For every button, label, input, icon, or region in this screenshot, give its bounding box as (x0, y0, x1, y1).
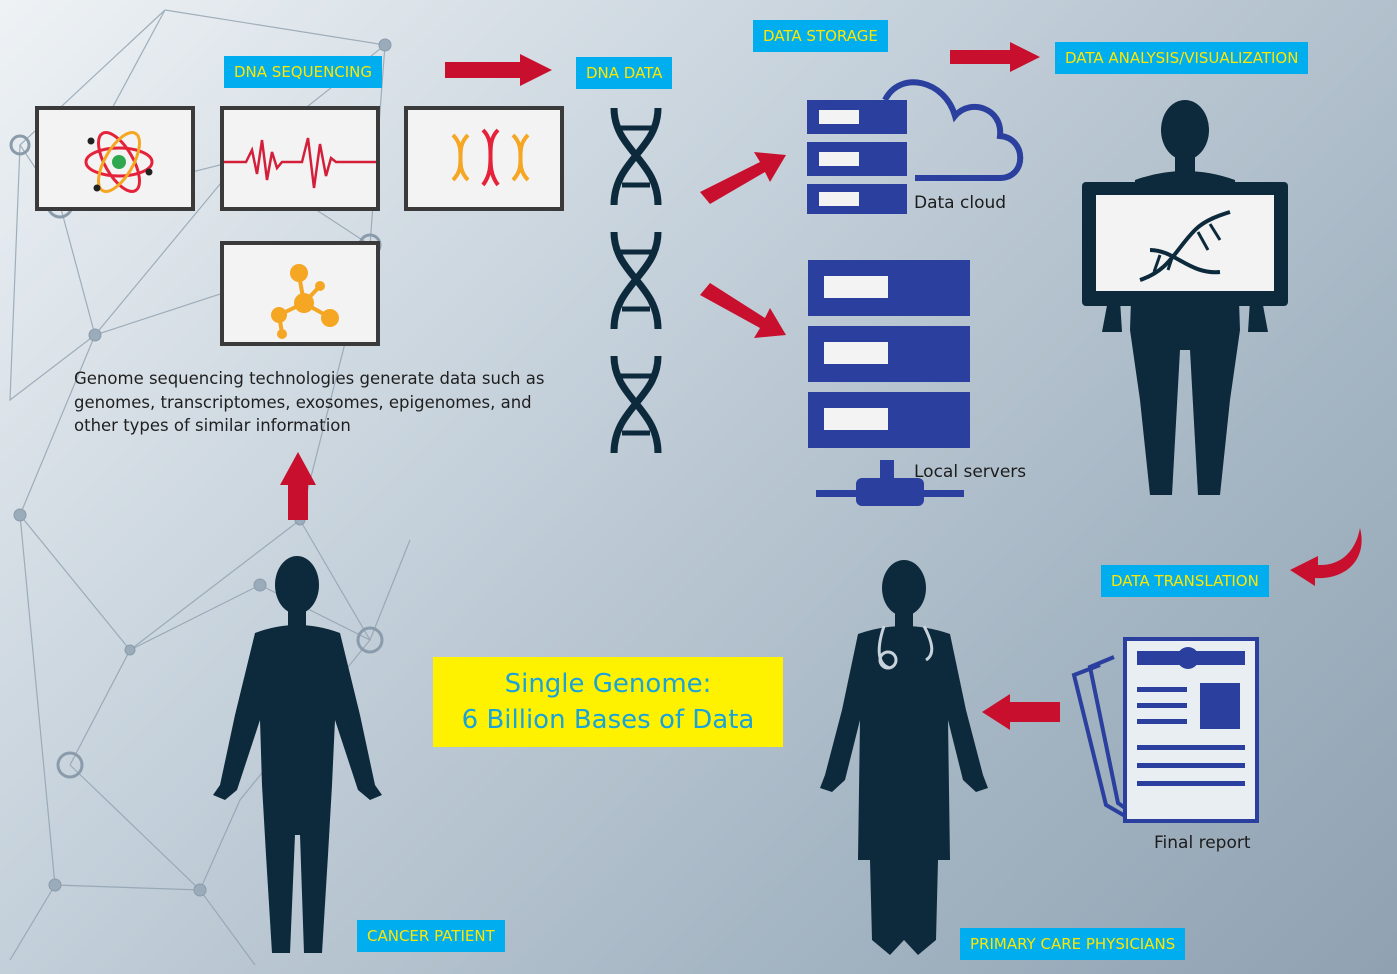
analyst-with-screen-icon (1082, 100, 1288, 495)
signal-waveform-icon (224, 137, 376, 189)
label-data-storage: DATA STORAGE (753, 20, 888, 52)
label-data-analysis: DATA ANALYSIS/VISUALIZATION (1055, 42, 1309, 74)
local-servers-icon (808, 260, 970, 506)
molecule-panel (220, 241, 380, 346)
label-cancer-patient: CANCER PATIENT (357, 920, 505, 952)
arrow-diagonal-down-icon (700, 283, 786, 338)
stethoscope-icon (877, 625, 934, 670)
data-cloud-caption: Data cloud (914, 193, 1007, 213)
data-cloud-icon (807, 79, 1024, 214)
atom-panel (35, 106, 195, 211)
final-report-caption: Final report (1154, 833, 1251, 853)
signal-panel (220, 106, 380, 211)
sequencing-description: Genome sequencing technologies generate … (74, 369, 545, 435)
local-servers-caption: Local servers (914, 462, 1027, 482)
arrow-up-icon (280, 452, 316, 520)
dna-helix-icon (610, 107, 662, 454)
arrow-right-icon (445, 54, 552, 86)
molecule-icon (271, 264, 339, 339)
arrow-left-icon (982, 694, 1060, 730)
label-dna-sequencing: DNA SEQUENCING (224, 56, 383, 88)
physician-silhouette (820, 560, 988, 955)
highlight-line-2: 6 Billion Bases of Data (461, 705, 755, 735)
dna-strands-panel (404, 106, 564, 211)
final-report-icon (1071, 637, 1259, 823)
label-data-translation: DATA TRANSLATION (1101, 565, 1269, 597)
atom-icon (84, 131, 154, 193)
dna-strands-icon (451, 128, 530, 187)
label-dna-data: DNA DATA (576, 57, 673, 89)
dna-icon (1139, 210, 1231, 282)
arrow-right-icon (950, 42, 1040, 72)
highlight-line-1: Single Genome: (504, 669, 712, 699)
label-primary-care-physicians: PRIMARY CARE PHYSICIANS (960, 928, 1186, 960)
genome-size-highlight: Single Genome: 6 Billion Bases of Data (433, 657, 783, 747)
arrow-diagonal-up-icon (700, 152, 786, 204)
cancer-patient-silhouette (213, 556, 382, 953)
arrow-curved-icon (1290, 528, 1362, 586)
